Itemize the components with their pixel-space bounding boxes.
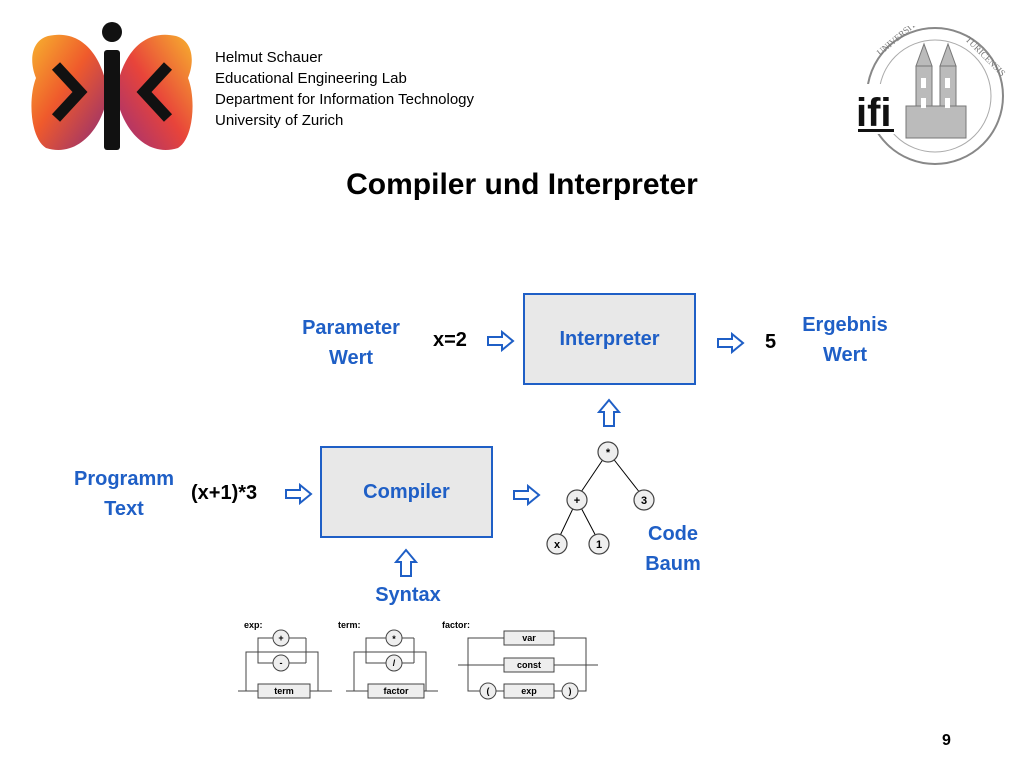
tree-node-one (588, 533, 610, 555)
arrow-up-icon (394, 548, 418, 577)
parameter-label-line2: Wert (328, 347, 374, 369)
program-label-line1: Programm (73, 468, 175, 490)
interpreter-label: Interpreter (559, 327, 660, 350)
exp-term-box (257, 683, 311, 699)
term-divide-node (385, 654, 403, 672)
factor-box-var: var (522, 633, 536, 643)
program-label: Programm Text (68, 464, 180, 524)
eel-logo (31, 22, 193, 150)
university-name: University of Zurich (215, 112, 344, 129)
ifi-seal-logo: UNIVERSITAS TURICENSIS ifi (854, 26, 1007, 165)
factor-paren-open: ( (487, 686, 490, 696)
program-value: (x+1)*3 (191, 482, 258, 504)
arrow-right-icon (487, 330, 515, 352)
factor-const-box (503, 657, 555, 673)
page-number: 9 (942, 732, 951, 749)
exp-rule-name: exp: (244, 620, 263, 630)
arrow-right-icon (717, 332, 745, 354)
factor-rule-name: factor: (442, 620, 470, 630)
arrow-up-icon (597, 398, 621, 427)
tree-label-three: 3 (641, 495, 647, 507)
exp-op-minus: - (280, 658, 283, 668)
tree-label-plus: + (574, 495, 580, 507)
tree-label-x: x (554, 539, 561, 551)
factor-var-box (503, 630, 555, 646)
tree-node-root (597, 441, 619, 463)
factor-box-const: const (517, 660, 541, 670)
ifi-logo-text: ifi (856, 91, 892, 135)
syntax-diagrams: exp: term: factor: + - (238, 620, 598, 700)
tree-label-one: 1 (596, 539, 602, 551)
parameter-label-line1: Parameter (302, 317, 400, 339)
tree-node-plus (566, 489, 588, 511)
program-label-line2: Text (104, 498, 144, 520)
code-label-line1: Code (648, 523, 698, 545)
term-box-factor: factor (383, 686, 409, 696)
code-tree: * + 3 x 1 (546, 441, 655, 555)
slide-title: Compiler und Interpreter (346, 168, 698, 201)
factor-box-exp: exp (521, 686, 537, 696)
arrow-right-icon (285, 483, 313, 505)
term-times-node (385, 629, 403, 647)
result-value: 5 (765, 331, 777, 353)
exp-box-term: term (274, 686, 294, 696)
tree-label-root: * (606, 447, 611, 459)
compiler-label: Compiler (363, 480, 450, 503)
tree-node-three (633, 489, 655, 511)
term-op-divide: / (393, 658, 396, 668)
term-factor-box (367, 683, 425, 699)
syntax-label: Syntax (375, 584, 441, 606)
code-label: Code Baum (636, 519, 710, 579)
interpreter-box: Interpreter (523, 293, 696, 385)
factor-close-paren-node (561, 682, 579, 700)
factor-exp-box (503, 683, 555, 699)
exp-plus-node (272, 629, 290, 647)
compiler-box: Compiler (320, 446, 493, 538)
tree-node-x (546, 533, 568, 555)
author-name: Helmut Schauer (215, 49, 323, 66)
factor-paren-close: ) (569, 686, 572, 696)
exp-op-plus: + (278, 633, 283, 643)
lab-name: Educational Engineering Lab (215, 70, 407, 87)
result-label-line2: Wert (822, 344, 868, 366)
term-rule-name: term: (338, 620, 361, 630)
parameter-value: x=2 (433, 329, 467, 351)
exp-minus-node (272, 654, 290, 672)
factor-open-paren-node (479, 682, 497, 700)
code-label-line2: Baum (645, 553, 701, 575)
parameter-label: Parameter Wert (296, 313, 406, 373)
department-name: Department for Information Technology (215, 91, 475, 108)
arrow-right-icon (513, 484, 541, 506)
result-label: Ergebnis Wert (790, 310, 900, 370)
term-op-times: * (392, 634, 396, 644)
result-label-line1: Ergebnis (802, 314, 888, 336)
